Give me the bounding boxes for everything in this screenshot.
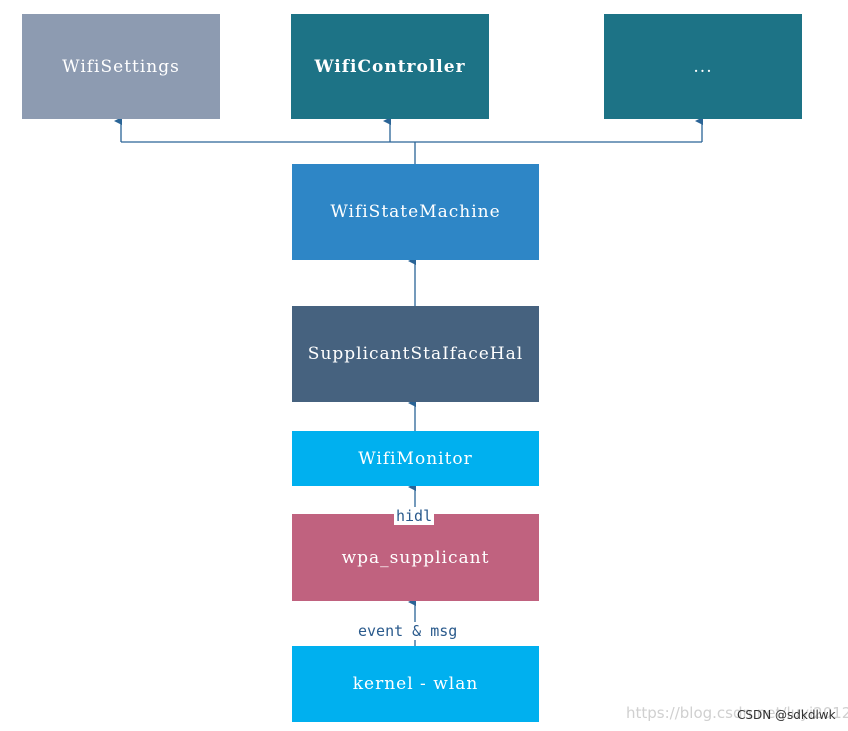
more-label: ... (693, 56, 713, 77)
kernel-wlan-box: kernel - wlan (292, 646, 539, 722)
event-msg-connector-label: event & msg (356, 622, 460, 640)
wificontroller-label: WifiController (314, 56, 466, 77)
wifistatemachine-label: WifiStateMachine (330, 202, 501, 222)
supplicantstaifacehal-box: SupplicantStaIfaceHal (292, 306, 539, 402)
wpa-supplicant-box: wpa_supplicant (292, 514, 539, 601)
wifisettings-box: WifiSettings (22, 14, 220, 119)
wifimonitor-box: WifiMonitor (292, 431, 539, 486)
wpa-supplicant-label: wpa_supplicant (341, 547, 490, 568)
csdn-credit: CSDN @sdkdlwk (737, 708, 836, 722)
supplicantstaifacehal-label: SupplicantStaIfaceHal (307, 344, 524, 364)
watermark-url: https://blog.csdn.net/luyi2012 (626, 704, 848, 722)
hidl-connector-label: hidl (394, 507, 435, 525)
wifimonitor-label: WifiMonitor (358, 448, 473, 469)
wificontroller-box: WifiController (291, 14, 489, 119)
wifisettings-label: WifiSettings (62, 56, 180, 77)
wifistatemachine-box: WifiStateMachine (292, 164, 539, 260)
kernel-wlan-label: kernel - wlan (352, 674, 479, 694)
more-box: ... (604, 14, 802, 119)
